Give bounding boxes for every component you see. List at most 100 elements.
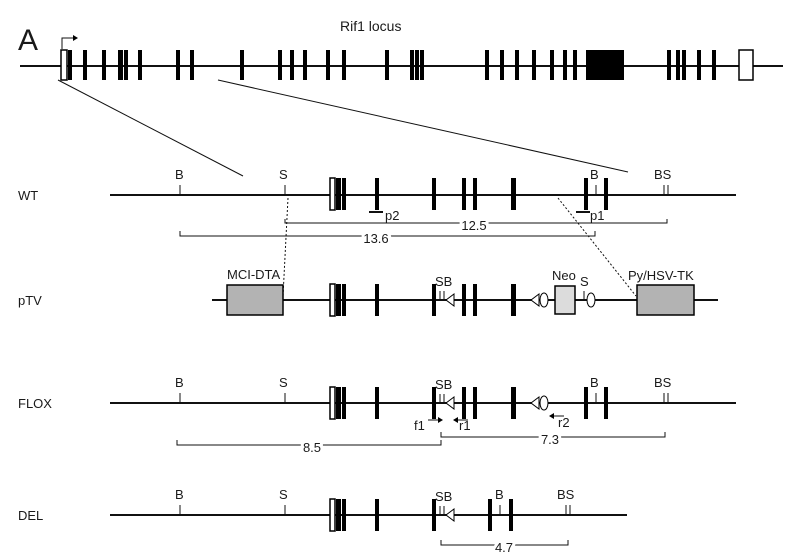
wt-allele: WT B S B BS p2 p1 12.5 13.6 bbox=[18, 167, 736, 249]
fragment-12-5: 12.5 bbox=[284, 215, 668, 236]
fragment-size-7-3: 7.3 bbox=[541, 432, 559, 447]
locus-title: Rif1 locus bbox=[340, 18, 401, 34]
exon bbox=[488, 499, 492, 531]
neo-cassette bbox=[554, 285, 576, 315]
locus-exon bbox=[124, 50, 128, 80]
locus-exon bbox=[682, 50, 686, 80]
exon bbox=[336, 387, 341, 419]
rif1-locus bbox=[20, 35, 783, 81]
locus-exon bbox=[532, 50, 536, 80]
exon bbox=[336, 178, 341, 210]
exon-utr bbox=[329, 177, 336, 211]
fragment-7-3: 7.3 bbox=[440, 429, 666, 450]
loxp-site-icon bbox=[445, 508, 455, 522]
locus-exon bbox=[573, 50, 577, 80]
exon bbox=[336, 499, 341, 531]
exon bbox=[509, 499, 513, 531]
fragment-size-13-6: 13.6 bbox=[363, 231, 388, 246]
homology-arm-right-line bbox=[557, 197, 637, 297]
cassette-label-neo: Neo bbox=[552, 268, 576, 283]
fragment-size-12-5: 12.5 bbox=[461, 218, 486, 233]
ptv-vector: pTV MCI-DTA SB Neo S Py/HSV-TK bbox=[18, 267, 718, 317]
exon bbox=[432, 284, 436, 316]
exon bbox=[342, 178, 346, 210]
probe-p1-label: p1 bbox=[590, 208, 604, 223]
locus-exon bbox=[118, 50, 123, 80]
locus-exon bbox=[550, 50, 554, 80]
site-label-sb: SB bbox=[435, 377, 452, 392]
site-label-b: B bbox=[175, 375, 184, 390]
site-label-s: S bbox=[279, 375, 288, 390]
locus-exon bbox=[68, 50, 72, 80]
loxp-site-icon bbox=[530, 396, 540, 410]
locus-exon bbox=[667, 50, 671, 80]
homology-arm-left-line bbox=[282, 197, 289, 297]
locus-exon bbox=[500, 50, 504, 80]
exon bbox=[584, 178, 588, 210]
loxp-site-icon bbox=[530, 293, 540, 307]
locus-exon bbox=[676, 50, 680, 80]
site-label-b: B bbox=[175, 487, 184, 502]
primer-label-r1: r1 bbox=[459, 418, 471, 433]
exon bbox=[473, 387, 477, 419]
py-hsv-tk-cassette bbox=[636, 284, 695, 316]
exon bbox=[511, 284, 516, 316]
site-label-s: S bbox=[580, 274, 589, 289]
locus-exon bbox=[278, 50, 282, 80]
locus-exon bbox=[420, 50, 424, 80]
exon-utr bbox=[329, 386, 336, 420]
site-label-bs: BS bbox=[654, 167, 672, 182]
locus-exon bbox=[290, 50, 294, 80]
site-label-s: S bbox=[279, 487, 288, 502]
locus-exon bbox=[176, 50, 180, 80]
exon bbox=[342, 284, 346, 316]
site-label-bs: BS bbox=[654, 375, 672, 390]
locus-exon bbox=[190, 50, 194, 80]
panel-label: A bbox=[18, 24, 38, 57]
site-label-b: B bbox=[175, 167, 184, 182]
last-exon-utr bbox=[738, 49, 754, 81]
frt-site-icon bbox=[586, 292, 596, 308]
row-label-del: DEL bbox=[18, 508, 43, 523]
row-label-flox: FLOX bbox=[18, 396, 52, 411]
locus-exon bbox=[563, 50, 567, 80]
exon bbox=[604, 387, 608, 419]
frt-site-icon bbox=[539, 292, 549, 308]
exon bbox=[462, 178, 466, 210]
site-label-sb: SB bbox=[435, 489, 452, 504]
exon bbox=[336, 284, 341, 316]
zoom-line-right bbox=[217, 79, 629, 173]
primer-r1: r1 bbox=[453, 417, 471, 433]
fragment-size-4-7: 4.7 bbox=[495, 540, 513, 555]
exon bbox=[432, 178, 436, 210]
primer-label-f1: f1 bbox=[414, 418, 425, 433]
exon bbox=[473, 178, 477, 210]
site-label-b: B bbox=[590, 375, 599, 390]
exon bbox=[473, 284, 477, 316]
exon bbox=[342, 387, 346, 419]
locus-exon bbox=[138, 50, 142, 80]
exon bbox=[462, 387, 466, 419]
mci-dta-cassette bbox=[226, 284, 284, 316]
locus-exon bbox=[326, 50, 330, 80]
exon bbox=[375, 387, 379, 419]
exon bbox=[462, 284, 466, 316]
transcription-start-arrow bbox=[61, 35, 78, 49]
exon bbox=[342, 499, 346, 531]
locus-exon bbox=[83, 50, 87, 80]
exon bbox=[432, 387, 436, 419]
locus-exon bbox=[697, 50, 701, 80]
exon bbox=[432, 499, 436, 531]
site-label-s: S bbox=[279, 167, 288, 182]
exon-utr bbox=[329, 498, 336, 532]
primer-f1: f1 bbox=[414, 417, 443, 433]
exon bbox=[375, 499, 379, 531]
row-label-ptv: pTV bbox=[18, 293, 42, 308]
exon bbox=[511, 178, 516, 210]
exon-utr bbox=[329, 283, 336, 317]
exon bbox=[584, 387, 588, 419]
locus-exon bbox=[410, 50, 414, 80]
row-label-wt: WT bbox=[18, 188, 38, 203]
primer-r2: r2 bbox=[549, 413, 570, 430]
